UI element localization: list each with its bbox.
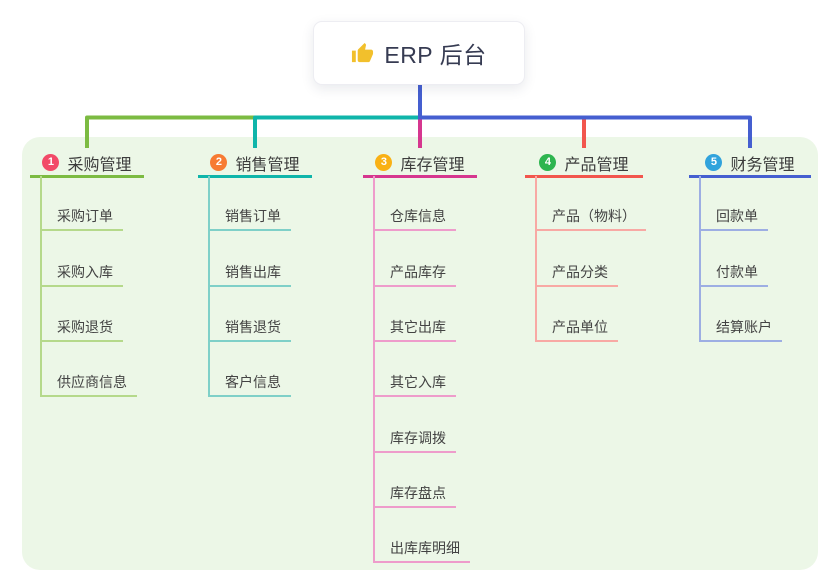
child-node[interactable]: 采购退货: [40, 317, 123, 342]
branch-number-badge: 2: [210, 154, 228, 171]
thumbs-up-icon: [351, 42, 374, 65]
branch-node-2[interactable]: 2 销售管理: [198, 150, 312, 178]
child-node[interactable]: 产品单位: [535, 317, 618, 342]
mindmap-background-panel: [22, 137, 818, 570]
child-node[interactable]: 产品分类: [535, 262, 618, 287]
branch-number-badge: 4: [539, 154, 557, 171]
child-node[interactable]: 客户信息: [208, 372, 291, 397]
child-node[interactable]: 产品库存: [373, 262, 456, 287]
root-title: ERP 后台: [384, 42, 487, 68]
child-node[interactable]: 付款单: [699, 262, 768, 287]
child-node[interactable]: 出库库明细: [373, 538, 470, 563]
child-node[interactable]: 库存调拨: [373, 428, 456, 453]
root-node[interactable]: ERP 后台: [313, 21, 525, 85]
child-node[interactable]: 结算账户: [699, 317, 782, 342]
child-node[interactable]: 仓库信息: [373, 206, 456, 231]
child-node[interactable]: 产品（物料）: [535, 206, 646, 231]
branch-label: 财务管理: [730, 156, 795, 174]
branch-spine-line: [535, 176, 537, 342]
branch-node-5[interactable]: 5 财务管理: [689, 150, 811, 178]
branch-label: 产品管理: [564, 156, 629, 174]
child-node[interactable]: 回款单: [699, 206, 768, 231]
branch-label: 销售管理: [235, 156, 300, 174]
branch-node-4[interactable]: 4 产品管理: [525, 150, 643, 178]
branch-label: 采购管理: [67, 156, 132, 174]
child-node[interactable]: 其它入库: [373, 372, 456, 397]
child-node[interactable]: 销售订单: [208, 206, 291, 231]
branch-label: 库存管理: [400, 156, 465, 174]
branch-number-badge: 3: [375, 154, 393, 171]
child-node[interactable]: 采购订单: [40, 206, 123, 231]
child-node[interactable]: 采购入库: [40, 262, 123, 287]
child-node[interactable]: 销售退货: [208, 317, 291, 342]
branch-number-badge: 1: [42, 154, 60, 171]
child-node[interactable]: 库存盘点: [373, 483, 456, 508]
child-node[interactable]: 供应商信息: [40, 372, 137, 397]
branch-node-1[interactable]: 1 采购管理: [30, 150, 144, 178]
branch-node-3[interactable]: 3 库存管理: [363, 150, 477, 178]
branch-spine-line: [699, 176, 701, 342]
branch-spine-line: [373, 176, 375, 563]
child-node[interactable]: 其它出库: [373, 317, 456, 342]
branch-number-badge: 5: [705, 154, 723, 171]
child-node[interactable]: 销售出库: [208, 262, 291, 287]
